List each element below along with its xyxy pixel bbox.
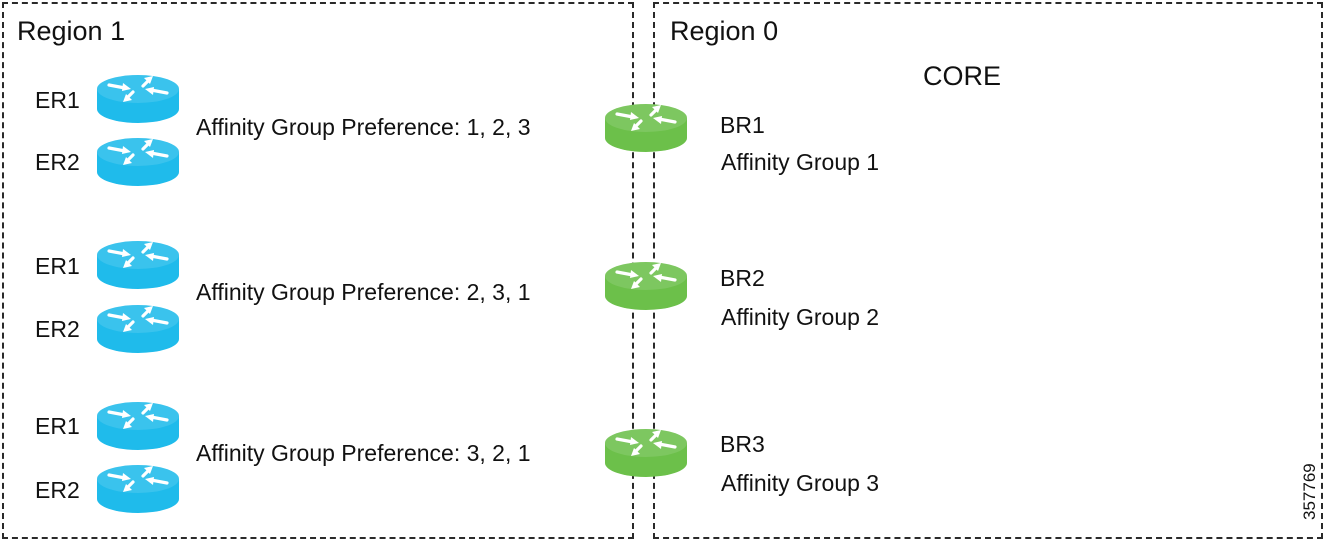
er1-label: ER1 — [35, 253, 80, 279]
border-router-icon — [603, 256, 689, 318]
edge-router-icon — [95, 235, 181, 297]
edge-router-icon — [95, 299, 181, 361]
er2-label: ER2 — [35, 316, 80, 342]
core-label: CORE — [923, 61, 1002, 91]
er2-label: ER2 — [35, 149, 80, 175]
region-1-label: Region 1 — [17, 16, 126, 46]
edge-router-icon — [95, 132, 181, 194]
br-label: BR2 — [720, 265, 765, 291]
br-label: BR1 — [720, 112, 765, 138]
region-0-label: Region 0 — [670, 16, 779, 46]
affinity-preference-label: Affinity Group Preference: 1, 2, 3 — [196, 114, 531, 140]
border-router-icon — [603, 423, 689, 485]
er1-label: ER1 — [35, 87, 80, 113]
edge-router-icon — [95, 69, 181, 131]
er1-label: ER1 — [35, 413, 80, 439]
br-label: BR3 — [720, 431, 765, 457]
border-router-icon — [603, 98, 689, 160]
affinity-group-label: Affinity Group 1 — [721, 149, 880, 175]
edge-router-icon — [95, 396, 181, 458]
figure-id: 357769 — [1300, 463, 1319, 520]
affinity-preference-label: Affinity Group Preference: 2, 3, 1 — [196, 279, 531, 305]
edge-router-icon — [95, 459, 181, 521]
affinity-group-label: Affinity Group 2 — [721, 304, 880, 330]
er2-label: ER2 — [35, 477, 80, 503]
affinity-group-label: Affinity Group 3 — [721, 470, 880, 496]
affinity-preference-label: Affinity Group Preference: 3, 2, 1 — [196, 440, 531, 466]
